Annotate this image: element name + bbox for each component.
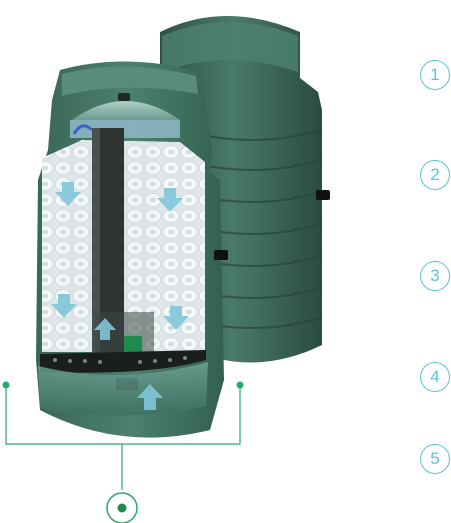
arrow-up-icon <box>137 384 163 410</box>
arrow-up-icon <box>94 318 116 340</box>
green-dot-icon <box>236 381 244 389</box>
outlet-pipe-icon <box>316 190 330 200</box>
callout-4-button[interactable]: 4 <box>420 362 450 392</box>
callout-5-button[interactable]: 5 <box>420 444 450 474</box>
side-pipe-icon <box>214 250 228 260</box>
arrow-down-icon <box>163 306 189 330</box>
leader-lines <box>5 385 241 490</box>
callout-3-button[interactable]: 3 <box>420 261 450 291</box>
arrow-down-icon <box>51 294 77 318</box>
green-dot-icon <box>117 503 127 513</box>
callout-2-button[interactable]: 2 <box>420 160 450 190</box>
arrow-down-icon <box>55 182 81 206</box>
pump-unit <box>124 336 142 356</box>
green-dot-icon <box>2 381 10 389</box>
callout-1-button[interactable]: 1 <box>420 60 450 90</box>
arrow-down-icon <box>157 188 183 212</box>
